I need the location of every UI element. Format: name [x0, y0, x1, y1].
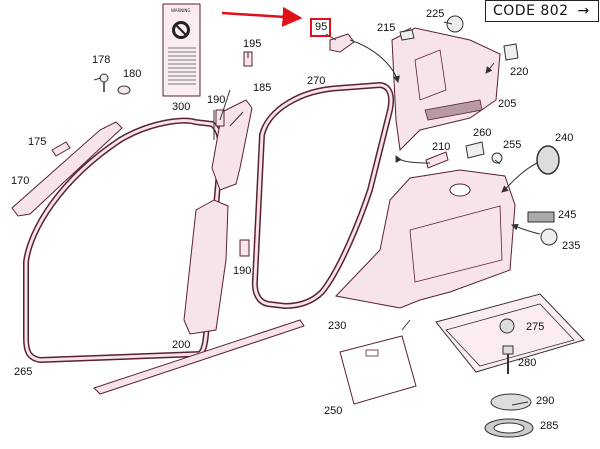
bracket-part-260: [465, 141, 485, 159]
bolt-part-280: [502, 345, 514, 374]
bracket-part-95: [329, 33, 355, 53]
callout-170: 170: [11, 175, 30, 187]
highlight-box: [310, 18, 331, 37]
callout-260: 260: [473, 127, 492, 139]
code-reference-box: CODE 802 →: [485, 0, 599, 22]
screw-part-178: [99, 73, 109, 92]
cap-part-180: [117, 85, 131, 95]
callout-275: 275: [526, 321, 545, 333]
callout-300: 300: [172, 101, 191, 113]
callout-200: 200: [172, 339, 191, 351]
callout-250: 250: [324, 405, 343, 417]
callout-255: 255: [503, 139, 522, 151]
callout-230: 230: [328, 320, 347, 332]
clip-part-190-upper: [215, 109, 225, 127]
cover-part-210: [425, 151, 449, 169]
clip-part-220: [503, 43, 519, 61]
cap-part-240: [536, 145, 560, 175]
warning-label-text: WARNING: [171, 8, 191, 13]
callout-290: 290: [536, 395, 555, 407]
quarter-panel-lower-trim-part-230: [335, 169, 516, 309]
callout-195: 195: [243, 38, 262, 50]
tray-part-275: [435, 293, 585, 373]
clip-part-215: [399, 29, 415, 41]
callout-180: 180: [123, 68, 142, 80]
disc-part-290: [490, 393, 532, 411]
clip-part-255: [491, 152, 503, 164]
callout-270: 270: [307, 75, 326, 87]
b-pillar-lower-trim-part-200: [183, 199, 229, 335]
callout-245: 245: [558, 209, 577, 221]
callout-190-lower: 190: [233, 265, 252, 277]
callout-225: 225: [426, 8, 445, 20]
callout-265: 265: [14, 366, 33, 378]
callout-220: 220: [510, 66, 529, 78]
fastener-part-175: [51, 141, 71, 157]
callout-175: 175: [28, 136, 47, 148]
callout-190-upper: 190: [207, 94, 226, 106]
callout-235: 235: [562, 240, 581, 252]
door-sill-trim: [93, 319, 305, 395]
a-pillar-trim-part-170: [11, 121, 123, 217]
callout-215: 215: [377, 22, 396, 34]
highlight-pointer-arrow: [221, 6, 303, 27]
clip-part-190-lower: [239, 239, 250, 257]
callout-210: 210: [432, 141, 451, 153]
callout-240: 240: [555, 132, 574, 144]
arrow-right-icon: →: [577, 3, 590, 19]
callout-205: 205: [498, 98, 517, 110]
panel-part-250: [339, 335, 417, 405]
code-label: CODE 802: [493, 3, 569, 19]
knob-part-235: [540, 228, 558, 246]
callout-95-highlighted: 95: [315, 21, 328, 33]
warning-label-part-300: [162, 3, 201, 97]
vent-part-245: [527, 211, 555, 223]
callout-285: 285: [540, 420, 559, 432]
callout-178: 178: [92, 54, 111, 66]
cup-part-285: [484, 418, 534, 438]
callout-185: 185: [253, 82, 272, 94]
callout-280: 280: [518, 357, 537, 369]
grommet-part-225: [446, 15, 464, 33]
